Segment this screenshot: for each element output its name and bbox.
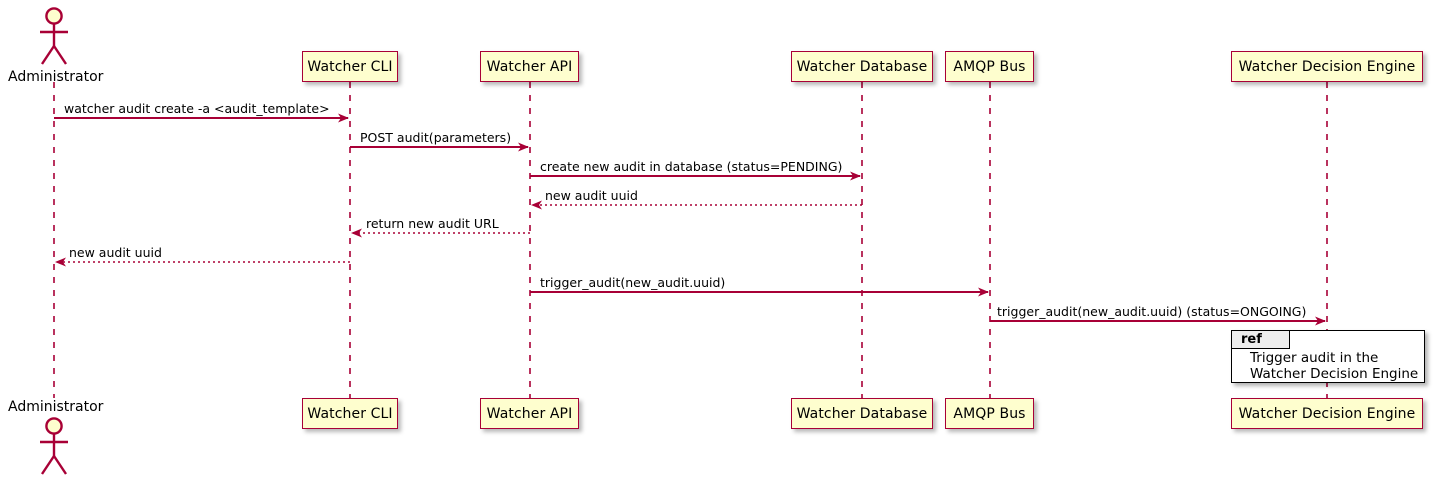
participant-box-watcher-api-bottom[interactable]: Watcher API (480, 398, 579, 429)
participant-box-watcher-cli-top[interactable]: Watcher CLI (302, 51, 398, 82)
actor-label-administrator-bottom: Administrator (8, 399, 104, 415)
participant-box-watcher-decision-engine-bottom[interactable]: Watcher Decision Engine (1231, 398, 1423, 429)
message-label-trigger-audit-ongoing: trigger_audit(new_audit.uuid) (status=ON… (997, 304, 1307, 319)
participant-box-watcher-cli-bottom[interactable]: Watcher CLI (302, 398, 398, 429)
message-label-new-audit-uuid-db: new audit uuid (545, 188, 638, 203)
message-label-create-new-audit: create new audit in database (status=PEN… (540, 159, 843, 174)
message-label-new-audit-uuid-cli: new audit uuid (69, 245, 162, 260)
lifelines-group (53, 82, 1328, 398)
participant-box-watcher-decision-engine-top[interactable]: Watcher Decision Engine (1231, 51, 1423, 82)
participant-box-watcher-api-top[interactable]: Watcher API (480, 51, 579, 82)
message-label-trigger-audit: trigger_audit(new_audit.uuid) (540, 275, 726, 290)
participant-box-watcher-database-bottom[interactable]: Watcher Database (791, 398, 933, 429)
participant-box-amqp-bus-bottom[interactable]: AMQP Bus (945, 398, 1034, 429)
ref-fragment-box: ref Trigger audit in the Watcher Decisio… (1231, 330, 1425, 383)
message-label-watcher-audit-create: watcher audit create -a <audit_template> (64, 101, 330, 116)
message-label-return-new-audit-url: return new audit URL (366, 216, 499, 231)
message-label-post-audit: POST audit(parameters) (360, 130, 512, 145)
participant-box-amqp-bus-top[interactable]: AMQP Bus (945, 51, 1034, 82)
message-arrows-group (54, 113, 1326, 326)
actor-administrator-top-figure (40, 7, 68, 65)
ref-fragment-keyword: ref (1232, 331, 1290, 349)
participant-box-watcher-database-top[interactable]: Watcher Database (791, 51, 933, 82)
ref-fragment-line-2: Watcher Decision Engine (1250, 366, 1419, 382)
actor-administrator-bottom-figure (40, 417, 68, 475)
actor-label-administrator-top: Administrator (8, 69, 104, 85)
ref-fragment-line-1: Trigger audit in the (1250, 350, 1379, 366)
